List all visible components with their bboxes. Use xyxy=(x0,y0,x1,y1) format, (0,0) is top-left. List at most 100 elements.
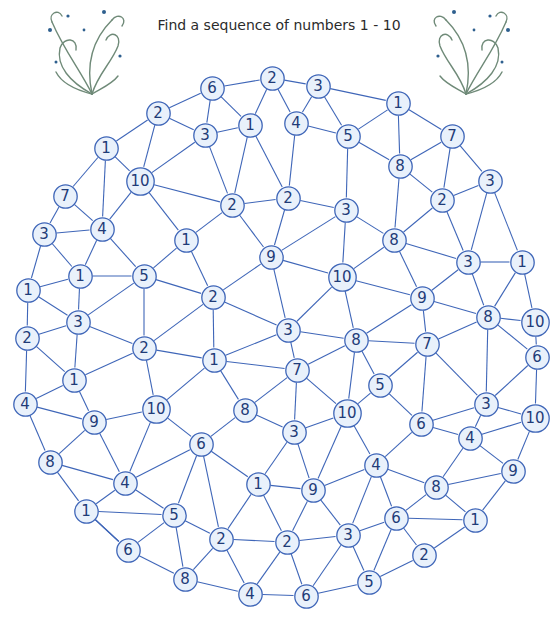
number-circle: 2 xyxy=(209,527,234,552)
number-label: 6 xyxy=(301,589,311,604)
connector-line xyxy=(298,444,309,478)
number-label: 1 xyxy=(517,255,527,270)
number-circle: 2 xyxy=(275,530,300,555)
number-circle: 5 xyxy=(162,503,187,528)
number-label: 4 xyxy=(20,397,30,412)
number-label: 3 xyxy=(73,315,83,330)
number-label: 3 xyxy=(39,227,49,242)
connector-line xyxy=(283,260,328,273)
connector-line xyxy=(224,80,259,86)
connector-line xyxy=(411,142,441,160)
connector-line xyxy=(110,192,131,219)
number-label: 9 xyxy=(266,250,276,265)
number-label: 3 xyxy=(463,255,473,270)
connector-line xyxy=(110,238,135,266)
number-circle: 7 xyxy=(285,358,310,383)
number-circle: 3 xyxy=(276,318,301,343)
connector-line xyxy=(79,391,88,410)
connector-line xyxy=(256,136,282,187)
connector-line xyxy=(434,527,464,548)
number-circle: 1 xyxy=(202,348,227,373)
connector-line xyxy=(221,97,241,117)
number-circle: 5 xyxy=(368,373,393,398)
number-circle: 10 xyxy=(126,167,155,196)
connector-line xyxy=(154,304,203,340)
number-circle: 9 xyxy=(410,286,435,311)
connector-line xyxy=(535,369,536,403)
connector-line xyxy=(262,594,293,595)
number-label: 9 xyxy=(308,483,318,498)
number-circle: 5 xyxy=(336,124,361,149)
number-label: 7 xyxy=(292,363,302,378)
connector-line xyxy=(88,283,133,315)
number-circle: 3 xyxy=(478,169,503,194)
number-label: 8 xyxy=(389,233,399,248)
number-circle: 2 xyxy=(260,66,285,91)
number-circle: 7 xyxy=(53,184,78,209)
connector-line xyxy=(385,432,412,456)
number-label: 1 xyxy=(81,504,91,519)
connector-line xyxy=(207,100,210,122)
connector-line xyxy=(30,415,45,450)
connector-line xyxy=(59,430,85,453)
connector-line xyxy=(36,346,64,371)
number-label: 2 xyxy=(267,71,277,86)
connector-line xyxy=(167,368,204,400)
connector-line xyxy=(193,548,212,569)
connector-line xyxy=(406,495,426,511)
connector-line xyxy=(227,550,244,583)
connector-line xyxy=(96,490,115,503)
connector-line xyxy=(265,442,287,473)
connector-line xyxy=(40,279,68,287)
number-label: 1 xyxy=(101,141,111,156)
number-label: 4 xyxy=(465,431,475,446)
connector-line xyxy=(169,93,200,107)
connector-line xyxy=(447,212,463,251)
connector-line xyxy=(460,146,482,172)
title: Find a sequence of numbers 1 - 10 xyxy=(0,17,558,33)
number-label: 8 xyxy=(431,480,441,495)
connector-line xyxy=(169,118,193,129)
number-label: 8 xyxy=(45,455,55,470)
connector-line xyxy=(31,246,40,278)
number-circle: 6 xyxy=(294,584,319,609)
connector-line xyxy=(356,281,410,295)
connector-line xyxy=(302,97,311,113)
connector-line xyxy=(500,318,520,320)
connector-line xyxy=(443,448,463,476)
number-label: 9 xyxy=(508,464,518,479)
connector-line xyxy=(39,297,68,316)
number-label: 8 xyxy=(180,572,190,587)
connector-line xyxy=(360,522,384,531)
connector-line xyxy=(495,273,516,307)
connector-line xyxy=(297,287,332,321)
connector-line xyxy=(274,210,284,245)
number-label: 4 xyxy=(97,222,107,237)
connector-line xyxy=(116,120,147,141)
number-label: 9 xyxy=(89,415,99,430)
connector-line xyxy=(284,80,305,84)
connector-line xyxy=(213,309,215,347)
number-circle: 4 xyxy=(458,426,483,451)
number-label: 10 xyxy=(337,406,356,421)
connector-line xyxy=(282,217,336,251)
connector-line xyxy=(52,243,72,266)
connector-line xyxy=(330,89,386,101)
number-circle: 1 xyxy=(246,472,271,497)
number-circle: 5 xyxy=(132,264,157,289)
number-circle: 2 xyxy=(146,101,171,126)
connector-line xyxy=(482,422,521,434)
number-label: 4 xyxy=(120,476,130,491)
connector-line xyxy=(176,527,183,566)
connector-line xyxy=(454,186,479,196)
number-label: 5 xyxy=(364,575,374,590)
number-circle: 8 xyxy=(382,228,407,253)
number-circle: 3 xyxy=(456,250,481,275)
number-circle: 3 xyxy=(306,74,331,99)
connector-line xyxy=(156,280,201,294)
connector-line xyxy=(93,275,132,276)
number-label: 5 xyxy=(343,129,353,144)
connector-line xyxy=(444,148,450,187)
connector-line xyxy=(98,512,161,515)
